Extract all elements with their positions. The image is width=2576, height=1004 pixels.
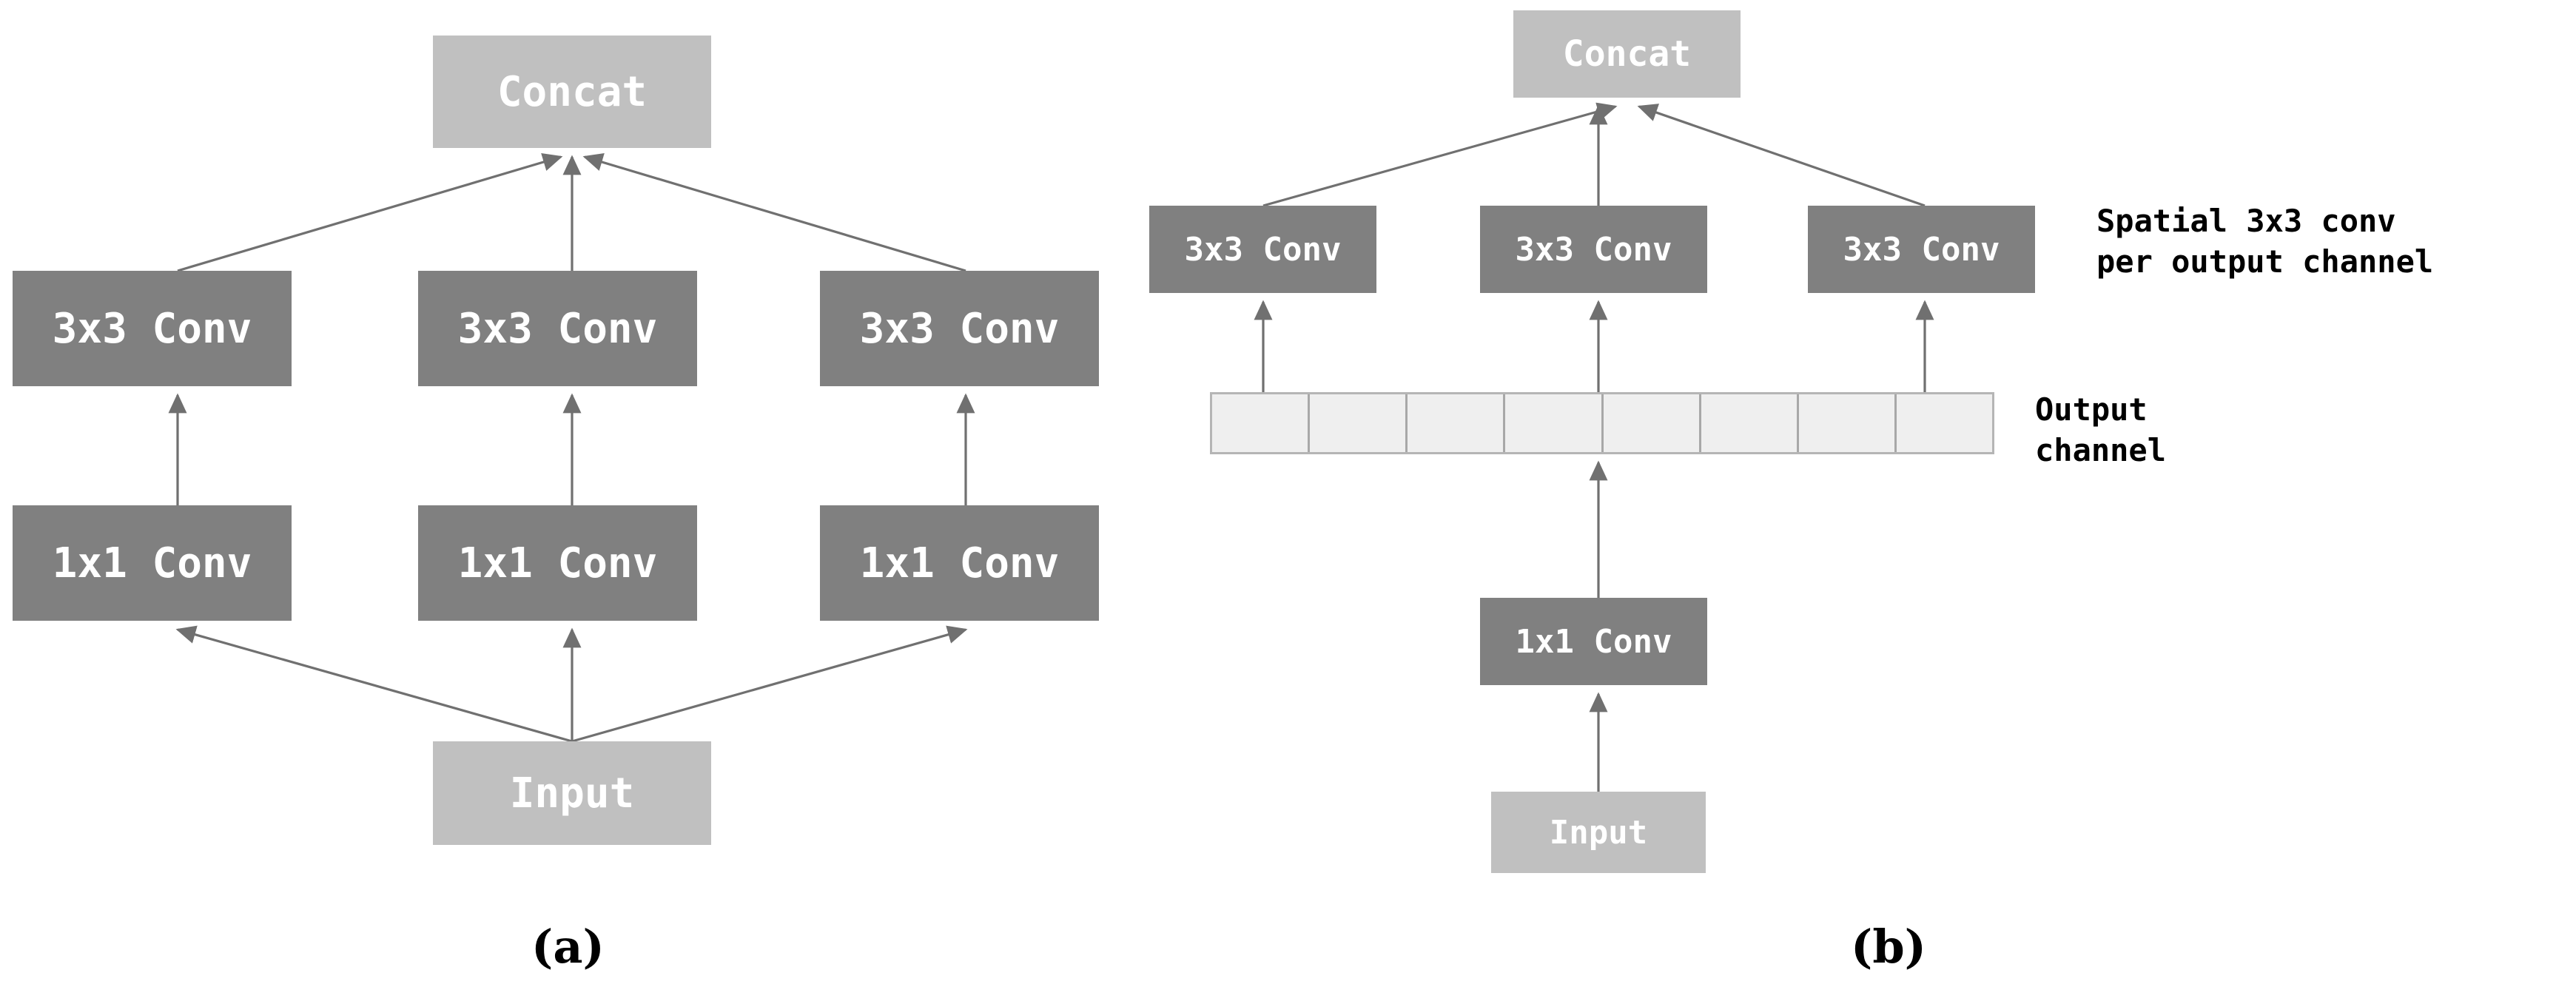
edge-a-input-to-conv1x1-l (175, 625, 573, 743)
output-channel-cell (1603, 394, 1701, 452)
annotation-line: per output channel (2096, 243, 2434, 280)
panel-a-node-conv3x3-c: 3x3 Conv (418, 271, 697, 386)
node-label: Concat (1562, 33, 1692, 75)
node-label: Concat (497, 67, 648, 116)
node-label: 1x1 Conv (52, 539, 252, 587)
panel-a-node-input: Input (433, 741, 711, 845)
edge-a-conv3x3-r-to-concat (582, 153, 966, 272)
panel-b-node-conv3x3-l: 3x3 Conv (1149, 206, 1376, 293)
node-label: 1x1 Conv (1515, 622, 1672, 661)
panel-a-node-conv1x1-c: 1x1 Conv (418, 505, 697, 621)
output-channel-cell (1212, 394, 1311, 452)
output-channel-cell (1896, 394, 1992, 452)
edge-b-conv3x3-r-to-concat (1637, 104, 1926, 207)
output-channel-cell (1701, 394, 1799, 452)
panel-b-node-concat: Concat (1513, 10, 1741, 98)
edge-a-input-to-conv1x1-r (571, 625, 968, 743)
node-label: Input (1549, 813, 1648, 852)
output-channel-cell (1798, 394, 1897, 452)
panel-b-caption: (b) (1851, 920, 1927, 974)
node-label: 3x3 Conv (1843, 230, 2000, 269)
panel-b-node-conv1x1: 1x1 Conv (1480, 598, 1707, 685)
annotation-line: Output (2035, 391, 2148, 428)
output-channel-cell (1408, 394, 1506, 452)
panel-a-node-conv1x1-r: 1x1 Conv (820, 505, 1099, 621)
output-channel-cell (1310, 394, 1408, 452)
output-channel-cell (1505, 394, 1604, 452)
annotation-line: channel (2035, 431, 2167, 468)
node-label: 3x3 Conv (859, 304, 1060, 353)
node-label: 1x1 Conv (859, 539, 1060, 587)
panel-a-node-conv1x1-l: 1x1 Conv (13, 505, 292, 621)
panel-a-node-conv3x3-r: 3x3 Conv (820, 271, 1099, 386)
node-label: 3x3 Conv (1184, 230, 1342, 269)
edge-b-conv3x3-l-to-concat (1262, 102, 1618, 207)
node-label: 3x3 Conv (52, 304, 252, 353)
panel-b-node-conv3x3-c: 3x3 Conv (1480, 206, 1707, 293)
panel-a-caption: (a) (531, 920, 605, 974)
edge-a-conv3x3-l-to-concat (177, 152, 563, 272)
panel-a-node-conv3x3-l: 3x3 Conv (13, 271, 292, 386)
node-label: Input (509, 769, 635, 818)
panel-b-node-input: Input (1491, 792, 1706, 873)
node-label: 1x1 Conv (457, 539, 658, 587)
node-label: 3x3 Conv (1515, 230, 1672, 269)
panel-b-node-conv3x3-r: 3x3 Conv (1808, 206, 2035, 293)
panel-b-output-channel-strip (1210, 392, 1994, 454)
annotation-line: Spatial 3x3 conv (2096, 203, 2396, 239)
panel-b-spatial-conv-note: Spatial 3x3 conv per output channel (2096, 201, 2433, 282)
panel-a-node-concat: Concat (433, 36, 711, 148)
node-label: 3x3 Conv (457, 304, 658, 353)
